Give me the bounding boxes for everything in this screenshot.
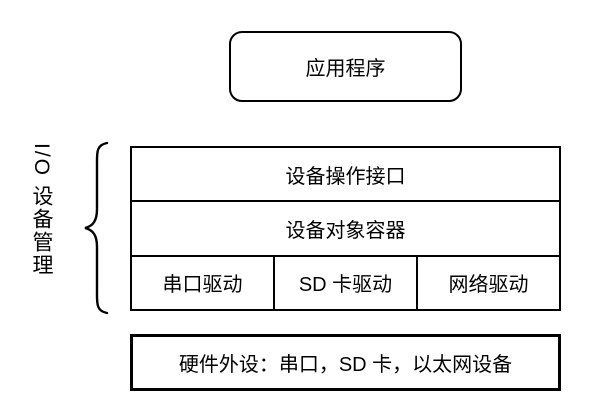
driver-layer-row: 串口驱动 SD 卡驱动 网络驱动 (132, 254, 559, 309)
hardware-peripherals-box: 硬件外设：串口，SD 卡，以太网设备 (130, 334, 561, 391)
hardware-peripherals-label: 硬件外设：串口，SD 卡，以太网设备 (178, 354, 513, 376)
io-device-management-side-label: I/O 设备管理 (30, 143, 53, 277)
left-curly-brace-icon (84, 141, 109, 315)
layer-device-object-container-label: 设备对象容器 (285, 219, 406, 242)
application-box-label: 应用程序 (305, 58, 386, 80)
driver-cell-network-label: 网络驱动 (448, 274, 529, 297)
driver-cell-sdcard-label: SD 卡驱动 (298, 274, 393, 297)
io-device-management-stack: 设备操作接口 设备对象容器 串口驱动 SD 卡驱动 网络驱动 (130, 146, 561, 311)
driver-cell-serial: 串口驱动 (132, 257, 273, 309)
layer-device-object-container: 设备对象容器 (132, 200, 559, 254)
driver-cell-serial-label: 串口驱动 (162, 274, 243, 297)
driver-cell-sdcard: SD 卡驱动 (273, 256, 416, 309)
driver-cell-network: 网络驱动 (416, 256, 559, 309)
application-box: 应用程序 (229, 31, 462, 102)
layer-device-operation-interface: 设备操作接口 (132, 148, 559, 200)
layer-device-operation-interface-label: 设备操作接口 (285, 165, 406, 188)
